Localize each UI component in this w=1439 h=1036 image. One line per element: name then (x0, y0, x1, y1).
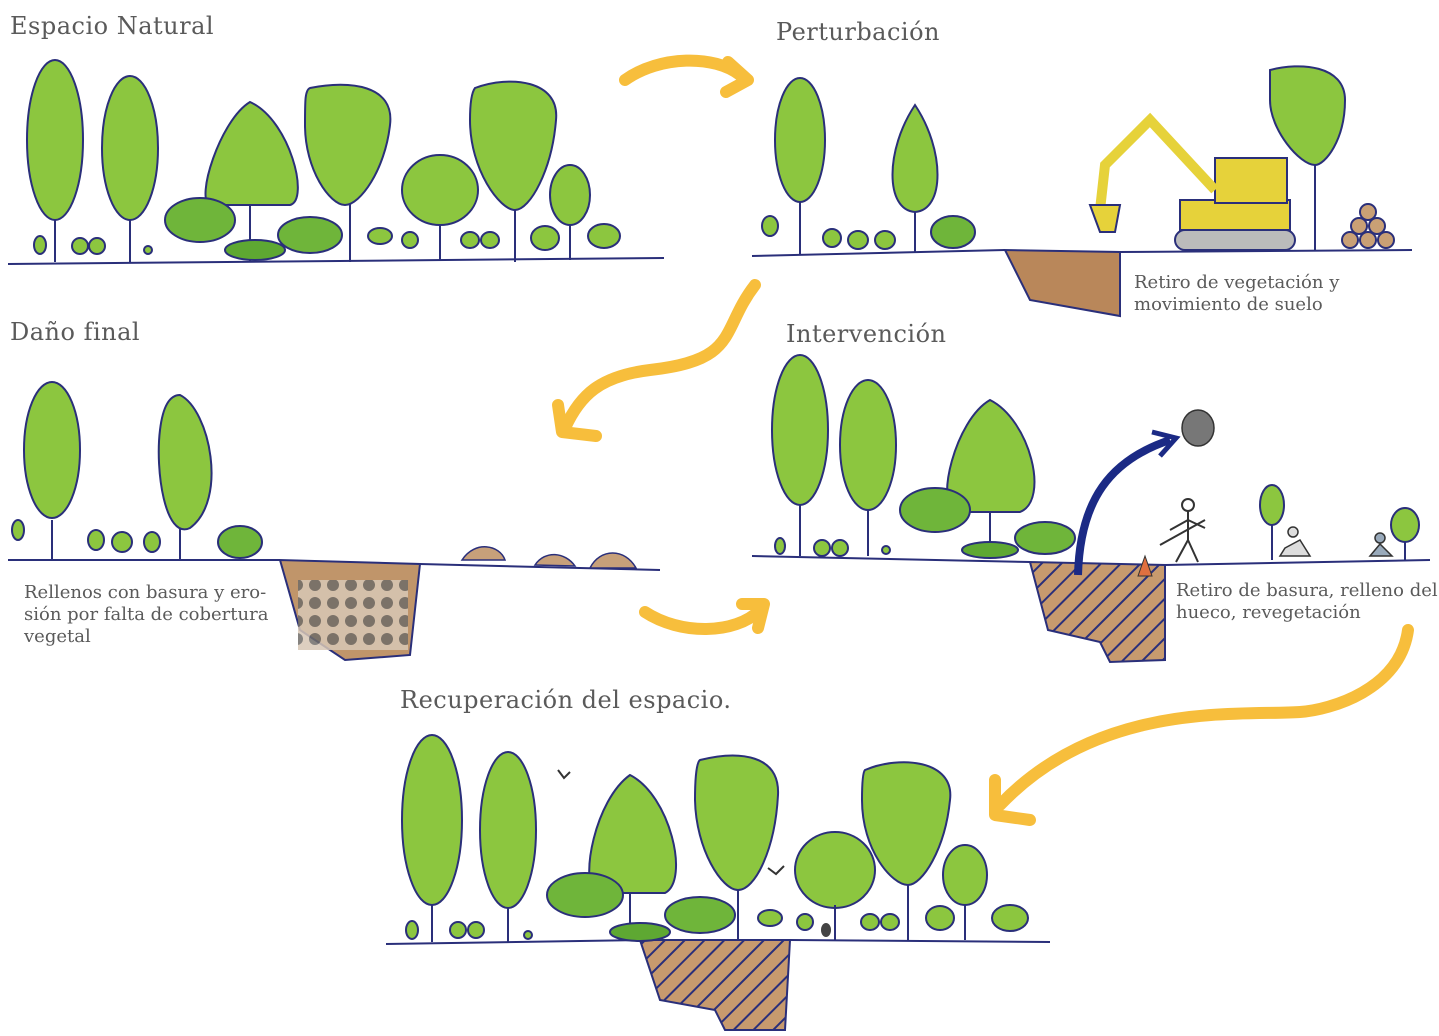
eroded-mounds (460, 546, 638, 569)
caption-final-damage: Rellenos con basura y ero- sión por falt… (24, 582, 268, 648)
caption-line: vegetal (24, 626, 91, 647)
trees-intervention (771, 354, 1420, 560)
bird-icon (767, 865, 785, 876)
trees-natural (26, 59, 621, 262)
pit-recovery (638, 939, 792, 1031)
arrow-damage-to-intervention (639, 604, 766, 635)
caption-line: Retiro de vegetación y (1134, 272, 1340, 293)
title-recovery: Recuperación del espacio. (400, 686, 732, 714)
pit-intervention (1028, 560, 1166, 664)
title-natural-space: Espacio Natural (10, 12, 215, 40)
arrow-intervention-to-recovery-head (989, 774, 1036, 826)
process-arrows (552, 54, 1414, 826)
ground-recovery-left (385, 939, 641, 945)
rabbit-icon (821, 923, 831, 937)
caption-line: hueco, revegetación (1176, 602, 1361, 623)
arrow-damage-to-intervention-head (736, 598, 770, 634)
caption-intervention: Retiro de basura, relleno del hueco, rev… (1176, 580, 1438, 624)
ground-damage-right (419, 563, 661, 571)
cone-icon (1137, 554, 1153, 577)
caption-perturbation: Retiro de vegetación y movimiento de sue… (1134, 272, 1339, 316)
title-perturbation: Perturbación (776, 18, 941, 46)
caption-line: sión por falta de cobertura (24, 604, 269, 625)
pit-perturbation (1003, 248, 1121, 318)
arrow-natural-to-perturbation-head (720, 56, 754, 98)
gardener-icon (1368, 532, 1394, 557)
ground-natural (7, 257, 665, 265)
caption-line: movimiento de suelo (1134, 294, 1323, 315)
title-intervention: Intervención (786, 320, 947, 348)
excavator-icon (1088, 112, 1296, 251)
trash-bag-icon (1181, 409, 1215, 447)
ground-perturbation-left (751, 249, 1006, 257)
caption-line: Retiro de basura, relleno del (1176, 580, 1438, 601)
ground-intervention-left (751, 555, 1031, 563)
arrow-intervention-to-recovery (994, 624, 1414, 811)
trash-removal-arrowhead (1151, 429, 1181, 458)
trash-removal-arrow (1074, 436, 1172, 576)
trees-perturbation (761, 65, 1347, 254)
arrow-perturbation-to-damage (559, 279, 761, 434)
planting-worker-icon (1278, 526, 1312, 557)
trees-recovery (401, 734, 1029, 942)
bird-icon (557, 769, 571, 780)
log-pile-icon (1341, 203, 1395, 249)
caption-line: Rellenos con basura y ero- (24, 582, 267, 603)
ground-recovery-right (789, 939, 1051, 943)
trees-final-damage (11, 381, 263, 560)
trash-fill (298, 580, 408, 650)
worker-icon (1159, 498, 1206, 563)
title-final-damage: Daño final (10, 318, 141, 346)
arrow-perturbation-to-damage-head (552, 399, 602, 442)
ground-intervention-right (1164, 559, 1431, 566)
